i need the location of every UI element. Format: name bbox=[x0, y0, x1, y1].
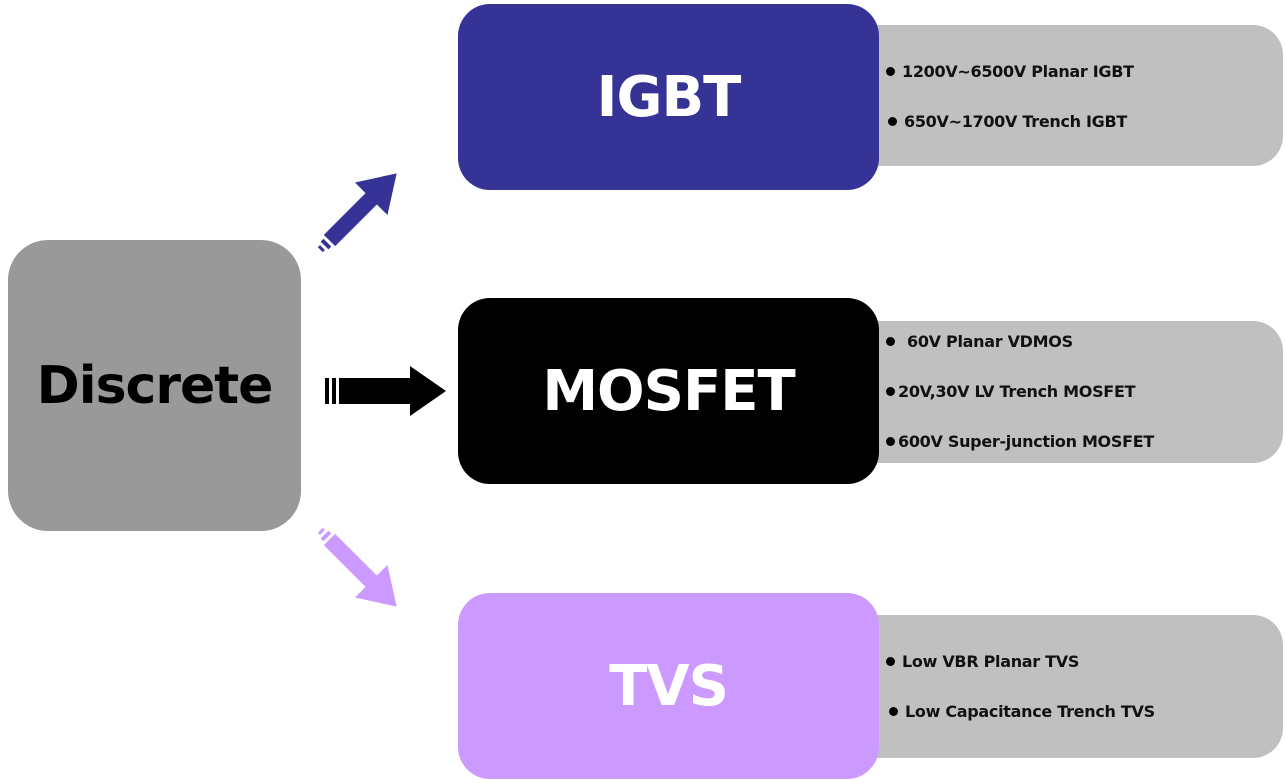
bullet-icon bbox=[886, 337, 895, 346]
tvs-item: Low Capacitance Trench TVS bbox=[889, 702, 1155, 721]
category-mosfet-label: MOSFET bbox=[542, 358, 795, 424]
igbt-item: 650V~1700V Trench IGBT bbox=[888, 112, 1127, 131]
mosfet-item-label: 20V,30V LV Trench MOSFET bbox=[898, 382, 1136, 401]
category-igbt-label: IGBT bbox=[596, 64, 742, 130]
bullet-icon bbox=[886, 657, 895, 666]
root-node-discrete: Discrete bbox=[8, 240, 301, 531]
category-mosfet: MOSFET bbox=[458, 298, 879, 484]
mosfet-item: 20V,30V LV Trench MOSFET bbox=[886, 382, 1135, 401]
mosfet-item-label: 60V Planar VDMOS bbox=[907, 332, 1073, 351]
tvs-item-label: Low VBR Planar TVS bbox=[902, 652, 1080, 671]
root-node-label: Discrete bbox=[36, 355, 274, 416]
bullet-icon bbox=[886, 387, 895, 396]
arrow-to-igbt-icon bbox=[317, 173, 397, 253]
igbt-item-label: 1200V~6500V Planar IGBT bbox=[902, 62, 1134, 81]
igbt-item-label: 650V~1700V Trench IGBT bbox=[904, 112, 1128, 131]
tvs-detail-panel bbox=[862, 615, 1283, 758]
category-igbt: IGBT bbox=[458, 4, 879, 190]
mosfet-item: 60V Planar VDMOS bbox=[886, 332, 1073, 351]
arrow-to-tvs-icon bbox=[317, 527, 397, 607]
category-tvs: TVS bbox=[458, 593, 879, 779]
mosfet-item-label: 600V Super-junction MOSFET bbox=[898, 432, 1154, 451]
bullet-icon bbox=[886, 67, 895, 76]
mosfet-item: 600V Super-junction MOSFET bbox=[886, 432, 1154, 451]
arrow-to-mosfet-icon bbox=[325, 366, 446, 416]
bullet-icon bbox=[889, 707, 898, 716]
tvs-item: Low VBR Planar TVS bbox=[886, 652, 1079, 671]
mosfet-detail-panel bbox=[862, 321, 1283, 463]
igbt-item: 1200V~6500V Planar IGBT bbox=[886, 62, 1134, 81]
bullet-icon bbox=[888, 117, 897, 126]
tvs-item-label: Low Capacitance Trench TVS bbox=[905, 702, 1155, 721]
bullet-icon bbox=[886, 437, 895, 446]
igbt-detail-panel bbox=[862, 25, 1283, 166]
category-tvs-label: TVS bbox=[609, 653, 729, 719]
